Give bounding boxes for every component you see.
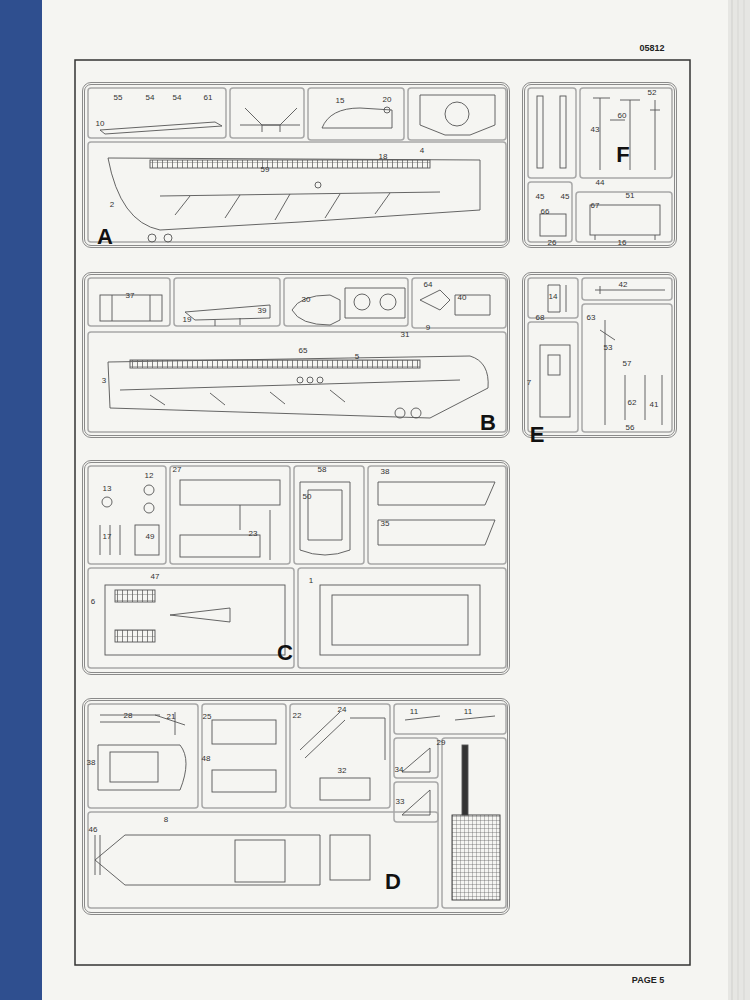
callout-number: 40 bbox=[458, 294, 467, 302]
callout-number: 11 bbox=[410, 708, 418, 716]
callout-number: 27 bbox=[173, 466, 182, 474]
callout-number: 1 bbox=[309, 577, 313, 585]
callout-number: 19 bbox=[183, 316, 192, 324]
callout-number: 49 bbox=[146, 533, 155, 541]
callout-number: 38 bbox=[87, 759, 96, 767]
sprue-frame: A bbox=[82, 82, 510, 248]
callout-number: 10 bbox=[96, 120, 105, 128]
callout-number: 54 bbox=[173, 94, 182, 102]
callout-number: 4 bbox=[420, 147, 424, 155]
callout-number: 2 bbox=[110, 201, 114, 209]
callout-number: 61 bbox=[204, 94, 213, 102]
callout-number: 37 bbox=[126, 292, 135, 300]
sprue-letter: E bbox=[530, 424, 545, 446]
callout-number: 67 bbox=[591, 202, 600, 210]
sprue-frame: D bbox=[82, 698, 510, 915]
callout-number: 46 bbox=[89, 826, 98, 834]
callout-number: 52 bbox=[648, 89, 657, 97]
callout-number: 34 bbox=[395, 766, 404, 774]
callout-number: 66 bbox=[541, 208, 550, 216]
callout-number: 22 bbox=[293, 712, 302, 720]
callout-number: 21 bbox=[167, 713, 176, 721]
callout-number: 44 bbox=[596, 179, 605, 187]
callout-number: 31 bbox=[401, 331, 410, 339]
callout-number: 14 bbox=[549, 293, 558, 301]
sprue-letter: C bbox=[277, 642, 293, 664]
callout-number: 20 bbox=[383, 96, 392, 104]
sprue-letter: A bbox=[97, 226, 113, 248]
callout-number: 51 bbox=[626, 192, 635, 200]
callout-number: 38 bbox=[381, 468, 390, 476]
callout-number: 18 bbox=[379, 153, 388, 161]
callout-number: 68 bbox=[536, 314, 545, 322]
callout-number: 54 bbox=[146, 94, 155, 102]
callout-number: 11 bbox=[464, 708, 472, 716]
sprue-letter: F bbox=[616, 144, 629, 166]
callout-number: 7 bbox=[527, 379, 531, 387]
callout-number: 33 bbox=[396, 798, 405, 806]
callout-number: 15 bbox=[336, 97, 345, 105]
callout-number: 53 bbox=[604, 344, 613, 352]
callout-number: 24 bbox=[338, 706, 347, 714]
callout-number: 16 bbox=[618, 239, 627, 247]
callout-number: 23 bbox=[249, 530, 258, 538]
callout-number: 45 bbox=[536, 193, 545, 201]
callout-number: 57 bbox=[623, 360, 632, 368]
callout-number: 29 bbox=[437, 739, 446, 747]
page-marker: 05812 bbox=[639, 43, 664, 53]
callout-number: 50 bbox=[303, 493, 312, 501]
page-marker: PAGE 5 bbox=[632, 975, 664, 985]
callout-number: 60 bbox=[618, 112, 627, 120]
sprue-frame: C bbox=[82, 460, 510, 675]
callout-number: 17 bbox=[103, 533, 112, 541]
callout-number: 3 bbox=[102, 377, 106, 385]
callout-number: 59 bbox=[261, 166, 270, 174]
callout-number: 45 bbox=[561, 193, 570, 201]
callout-number: 39 bbox=[258, 307, 267, 315]
callout-number: 62 bbox=[628, 399, 637, 407]
callout-number: 42 bbox=[619, 281, 628, 289]
callout-number: 48 bbox=[202, 755, 211, 763]
callout-number: 43 bbox=[591, 126, 600, 134]
callout-number: 25 bbox=[203, 713, 212, 721]
callout-number: 65 bbox=[299, 347, 308, 355]
sprue-frame: F bbox=[522, 82, 677, 248]
callout-number: 8 bbox=[164, 816, 168, 824]
callout-number: 41 bbox=[650, 401, 659, 409]
callout-number: 63 bbox=[587, 314, 596, 322]
sprue-frame: B bbox=[82, 272, 510, 438]
callout-number: 13 bbox=[103, 485, 112, 493]
sprue-frame: E bbox=[522, 272, 677, 438]
callout-number: 5 bbox=[355, 353, 359, 361]
callout-number: 9 bbox=[426, 324, 430, 332]
sprue-letter: B bbox=[480, 412, 496, 434]
callout-number: 47 bbox=[151, 573, 160, 581]
callout-number: 55 bbox=[114, 94, 123, 102]
callout-number: 28 bbox=[124, 712, 133, 720]
callout-number: 35 bbox=[381, 520, 390, 528]
sprue-letter: D bbox=[385, 871, 401, 893]
callout-number: 12 bbox=[145, 472, 154, 480]
callout-number: 6 bbox=[91, 598, 95, 606]
callout-number: 64 bbox=[424, 281, 433, 289]
callout-number: 58 bbox=[318, 466, 327, 474]
callout-number: 30 bbox=[302, 296, 311, 304]
callout-number: 56 bbox=[626, 424, 635, 432]
callout-number: 26 bbox=[548, 239, 557, 247]
callout-number: 32 bbox=[338, 767, 347, 775]
